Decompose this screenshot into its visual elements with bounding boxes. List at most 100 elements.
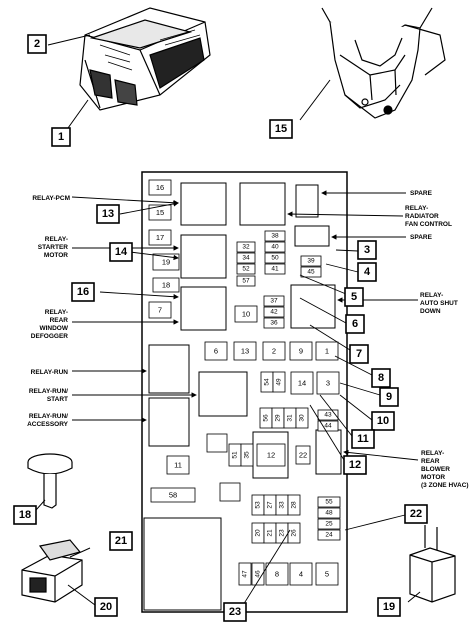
fuse-number-f34: 34: [242, 255, 250, 262]
callout-number-c2: 2: [34, 38, 40, 50]
fuse-cavity-f41: [264, 263, 286, 275]
fuse-number-f40: 40: [271, 244, 279, 251]
callout-number-c23: 23: [229, 606, 241, 618]
fuse-number-f17: 17: [156, 233, 164, 242]
fuse-number-f48: 48: [325, 510, 333, 517]
callout-number-c15: 15: [275, 123, 287, 135]
label-relay-starter-2: STARTER: [38, 244, 69, 251]
fuse-cavity-f7: [148, 301, 172, 319]
bottom-left-relay-box: [143, 517, 222, 611]
fuse-cavity-f8: [265, 562, 289, 586]
fuse-cavity-f24: [317, 529, 341, 541]
callout-number-c7: 7: [356, 348, 362, 360]
fuse-cavity-f10: [234, 305, 258, 323]
blank-cavity: [219, 482, 241, 502]
fuse-cavity-f3: [316, 371, 340, 395]
label-auto-shut-1: RELAY-: [420, 292, 443, 299]
label-relay-run: RELAY-RUN: [31, 369, 69, 376]
fuse-cavity-f4: [289, 562, 313, 586]
fuse-cavity-f11: [166, 455, 190, 475]
fuse-number-f49: 49: [276, 378, 283, 386]
callout-box-c22: [404, 504, 428, 524]
callout-box-c10: [371, 411, 395, 431]
fuse-cavity-f28: [287, 494, 301, 516]
fuse-cavity-f22b: [295, 445, 311, 465]
fuse-cavity-f15: [148, 204, 172, 221]
relay-auto-shutdown-box: [290, 284, 336, 329]
fuse-cavity-f30: [295, 407, 309, 429]
fuse-number-f19: 19: [162, 258, 170, 267]
callout-box-c1: [51, 127, 71, 147]
blank-cavity: [206, 433, 228, 453]
pdc-housing-illustration: [79, 7, 211, 111]
fuse-number-f32: 32: [242, 244, 250, 251]
callout-box-c18: [13, 505, 37, 525]
fuse-number-f56: 56: [263, 414, 270, 422]
leader-lines: [71, 190, 419, 611]
fuse-cavity-f19: [152, 253, 180, 271]
fuse-number-f21: 21: [267, 529, 274, 537]
fuse-number-f10: 10: [242, 310, 250, 319]
fuse-number-f5: 5: [325, 570, 329, 579]
callout-box-c4: [357, 262, 377, 282]
fuse-number-f24: 24: [325, 532, 333, 539]
fuse-cavity-f14: [290, 371, 314, 395]
leader-line-15: [299, 79, 331, 121]
fuse-number-f22: 52: [242, 266, 250, 273]
fuse-number-f25: 25: [325, 521, 333, 528]
fuse-number-f51: 51: [232, 451, 239, 459]
fuse-number-f29: 29: [275, 414, 282, 422]
label-relay-starter-1: RELAY-: [45, 236, 68, 243]
fuse-cavity-f18: [152, 277, 180, 293]
fuse-cavity-f47: [238, 562, 252, 586]
leader-line-21: [69, 547, 91, 558]
label-rear-window-3: WINDOW: [39, 325, 68, 332]
label-auto-shut-3: DOWN: [420, 308, 441, 315]
fuse-number-f57: 57: [242, 278, 250, 285]
callout-box-c16: [71, 282, 95, 302]
fuse-number-f31: 31: [287, 414, 294, 422]
callout-number-c14: 14: [115, 246, 128, 258]
callout-number-c1: 1: [58, 131, 64, 143]
callout-number-c12: 12: [349, 459, 361, 471]
label-rear-blower-1: RELAY-: [421, 450, 444, 457]
fuse-cavity-f35b: [240, 443, 254, 467]
label-run-start-1: RELAY-RUN/: [29, 388, 68, 395]
label-rear-window-1: RELAY-: [45, 309, 68, 316]
fuse-number-f55: 55: [325, 499, 333, 506]
fuse-cavity-f5: [315, 562, 339, 586]
label-relay-starter-3: MOTOR: [44, 252, 68, 259]
fuse-number-f37: 37: [270, 298, 278, 305]
callout-box-c15: [269, 119, 293, 139]
fuse-cavity-f55: [317, 496, 341, 508]
fuse-cavity-f25: [317, 518, 341, 530]
fuse-cavity-f40: [264, 241, 286, 253]
fuse-cavity-f49: [272, 371, 286, 393]
fuse-cavity-f22: [236, 263, 256, 275]
fuse-cavity-f46: [251, 562, 265, 586]
fuse-number-f2: 2: [272, 347, 276, 356]
callout-number-c13: 13: [102, 208, 114, 220]
relay-starter-box: [180, 234, 227, 279]
relay-rear-blower-box: [315, 429, 342, 475]
fuse-cavity-f58: [150, 487, 196, 503]
fuse-cavity-f13: [233, 341, 257, 361]
label-run-start-2: START: [47, 396, 68, 403]
callout-box-c21: [109, 531, 133, 551]
leader-line-18: [35, 499, 46, 511]
callout-number-c18: 18: [19, 509, 31, 521]
fuse-number-f13: 13: [241, 347, 249, 356]
fuse-number-f3: 3: [326, 379, 330, 388]
mounting-bracket-illustration: [321, 7, 446, 119]
fuse-cavity-f39: [300, 255, 322, 267]
fuse-cavity-f44: [317, 420, 339, 432]
leader-line-19: [407, 591, 421, 603]
relay-connector-illustration: [21, 539, 83, 603]
callout-number-c10: 10: [377, 415, 389, 427]
blade-fuse-illustration: [409, 525, 456, 603]
fuse-cavity-f17: [148, 229, 172, 246]
fuse-cavity-f43: [317, 409, 339, 421]
relay-rear-window-box: [180, 286, 227, 331]
callout-number-c6: 6: [352, 318, 358, 330]
